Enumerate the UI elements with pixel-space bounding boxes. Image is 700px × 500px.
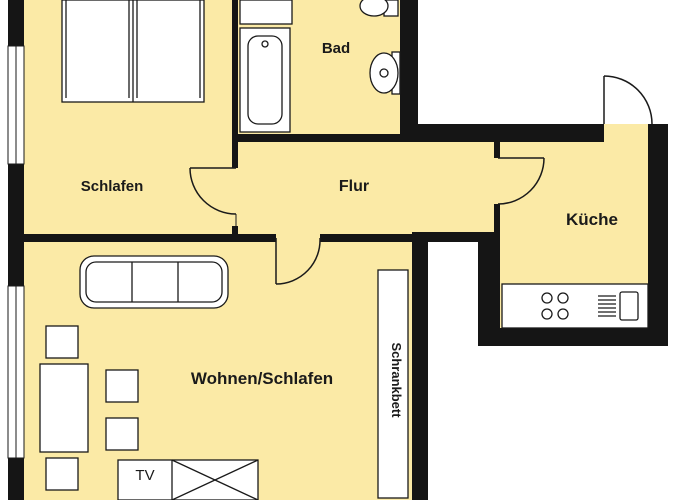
wall (8, 458, 24, 500)
wall (494, 140, 500, 158)
walls (8, 0, 668, 500)
tv-stand (117, 459, 259, 500)
chair (45, 325, 79, 359)
wall (232, 226, 238, 240)
room-label-schlafen: Schlafen (81, 178, 144, 195)
wall (8, 164, 24, 286)
windows (7, 45, 25, 459)
stove (541, 292, 569, 320)
wall (400, 0, 418, 138)
wall (320, 234, 420, 242)
window-schlafen (7, 45, 25, 165)
label-schrankbett: Schrankbett (389, 342, 404, 418)
burner-icon (557, 292, 569, 304)
kueche-entrance-floor (604, 124, 652, 140)
chair (45, 457, 79, 491)
kitchen-sink (598, 291, 639, 321)
wall (8, 234, 276, 242)
wall (412, 232, 500, 242)
sofa (79, 255, 229, 309)
burner-icon (541, 308, 553, 320)
wall (494, 204, 500, 240)
sink (369, 51, 401, 95)
window-wohnen (7, 285, 25, 459)
doors (189, 75, 653, 285)
schrankbett (377, 269, 409, 499)
wall (412, 234, 428, 500)
door-wohnen (275, 237, 321, 285)
wall (236, 134, 418, 142)
fixtures (39, 0, 649, 500)
door-entrance (603, 75, 653, 125)
wall (8, 0, 24, 46)
burner-icon (557, 308, 569, 320)
bed (61, 0, 205, 103)
wall (232, 0, 238, 140)
wall (478, 328, 668, 346)
room-flur-floor (236, 138, 500, 236)
door-kueche (497, 157, 545, 205)
chair (105, 417, 139, 451)
wall (232, 140, 238, 168)
toilet (359, 0, 399, 17)
label-tv: TV (135, 467, 154, 484)
wall (478, 232, 500, 346)
room-label-bad: Bad (322, 40, 350, 57)
room-label-wohnen: Wohnen/Schlafen (191, 369, 333, 388)
dining-table (39, 363, 89, 453)
wall (648, 124, 668, 346)
burner-icon (541, 292, 553, 304)
door-schlafen (189, 167, 237, 226)
room-label-flur: Flur (339, 178, 369, 195)
wall (400, 124, 604, 142)
room-label-kueche: Küche (566, 210, 618, 229)
bathtub (239, 0, 293, 133)
chair (105, 369, 139, 403)
